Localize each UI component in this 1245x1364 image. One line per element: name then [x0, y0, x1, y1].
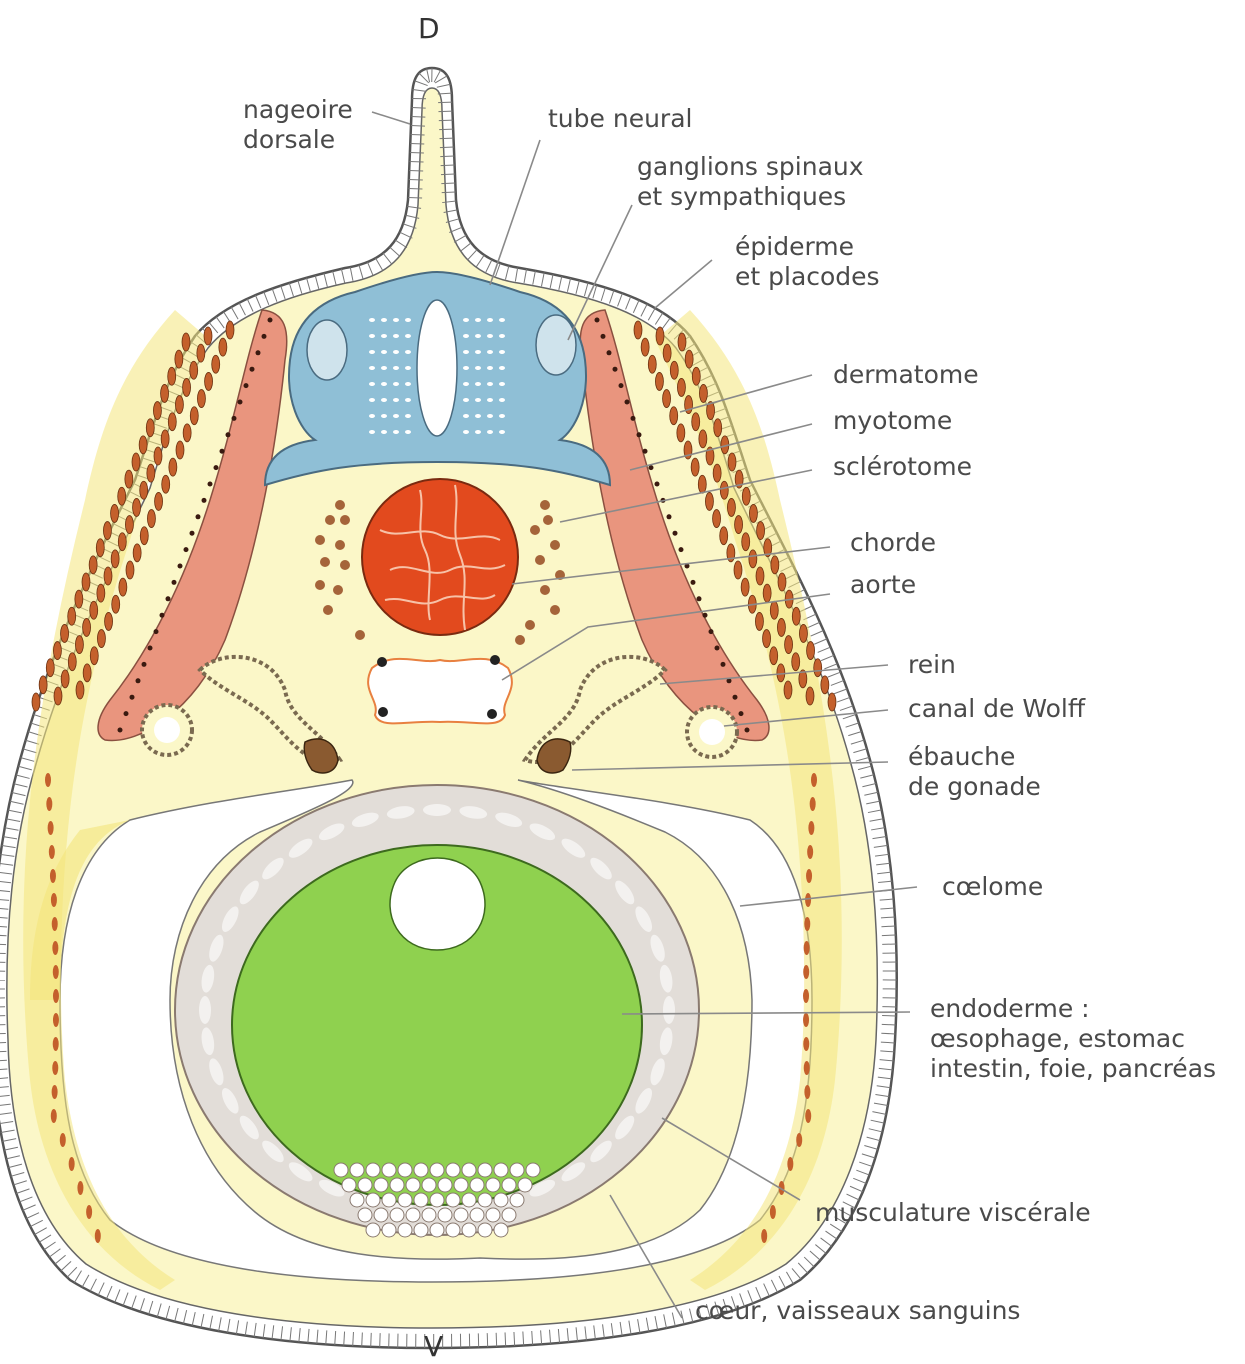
label-dermatome: dermatome — [833, 360, 979, 390]
label-chorde: chorde — [850, 528, 936, 558]
label-canal-de-wolff: canal de Wolff — [908, 694, 1085, 724]
wolff-duct-left — [142, 705, 192, 755]
label-musculature-viscerale: musculature viscérale — [815, 1198, 1091, 1228]
wolff-duct-right — [687, 707, 737, 757]
label-sclerotome: sclérotome — [833, 452, 972, 482]
dorsal-label: D — [418, 12, 440, 45]
label-tube-neural: tube neural — [548, 104, 692, 134]
label-coelome: cœlome — [942, 872, 1043, 902]
label-rein: rein — [908, 650, 956, 680]
aorta — [368, 655, 512, 723]
label-aorte: aorte — [850, 570, 916, 600]
ventral-label: V — [424, 1330, 443, 1363]
chorde-notochord — [362, 479, 518, 635]
endoderm-gut — [232, 845, 642, 1205]
label-coeur-vaisseaux: cœur, vaisseaux sanguins — [695, 1296, 1020, 1326]
label-myotome: myotome — [833, 406, 952, 436]
